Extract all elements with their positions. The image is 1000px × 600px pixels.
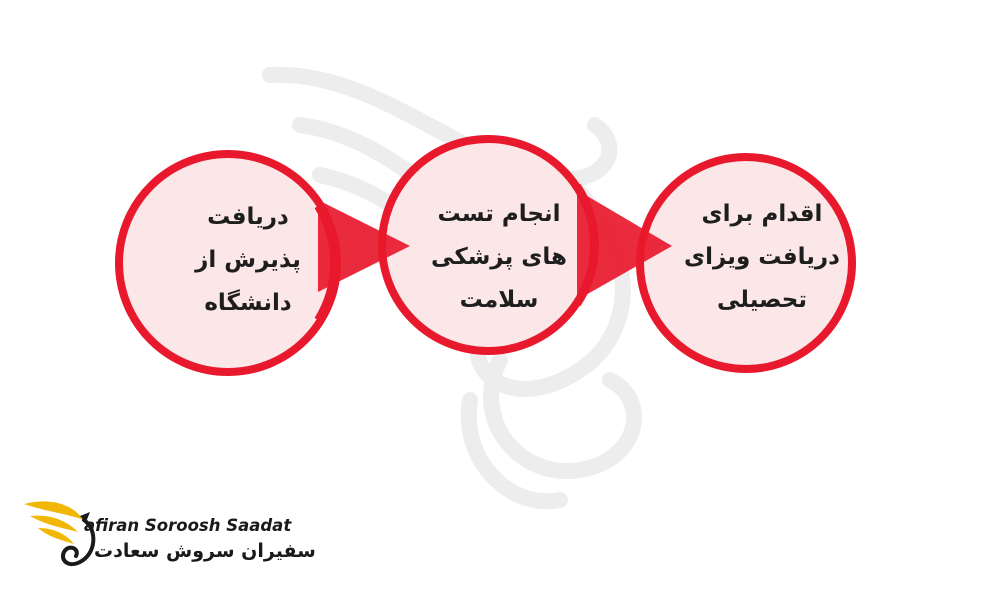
step-label-3: اقدام برای دریافت ویزای تحصیلی [684, 201, 840, 313]
arrow-wedge-2 [577, 190, 672, 300]
step-label-2: انجام تست های پزشکی سلامت [431, 201, 567, 313]
company-logo: afiran Soroosh Saadat سفیران سروش سعادت [18, 492, 316, 582]
logo-name-fa: سفیران سروش سعادت [94, 540, 316, 562]
winged-swan-icon [24, 501, 96, 567]
logo-name-en: afiran Soroosh Saadat [84, 516, 292, 535]
step-label-1: دریافت پذیرش از دانشگاه [195, 204, 301, 316]
arrow-wedge-1 [318, 200, 410, 292]
